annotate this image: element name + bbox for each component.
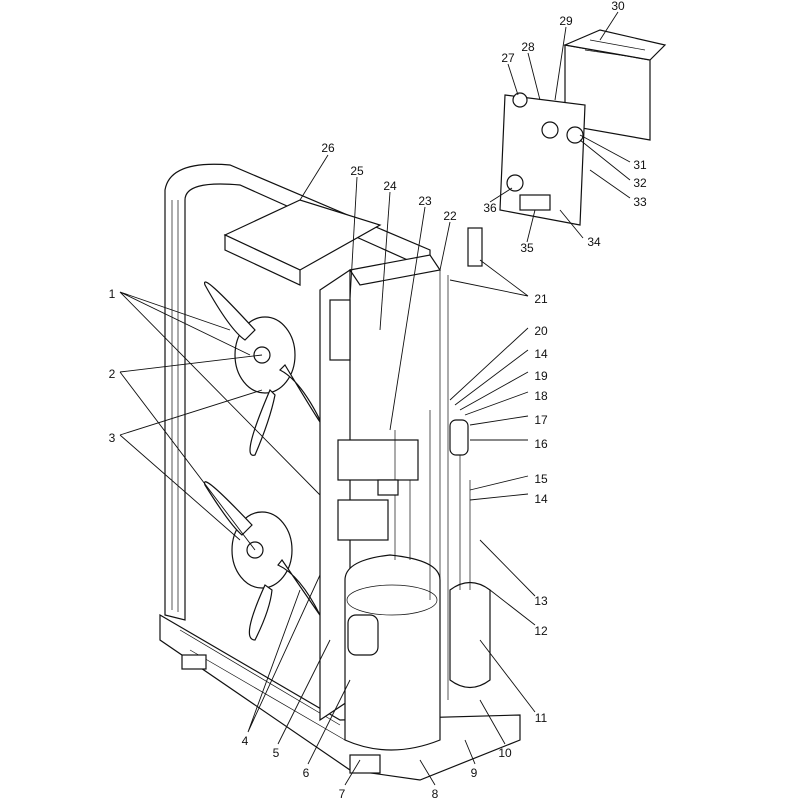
callout-30: 30 [611, 0, 625, 13]
callout-23: 23 [418, 194, 432, 208]
callout-2: 2 [109, 367, 116, 381]
top-panel [223, 199, 382, 286]
callout-14-upper: 14 [534, 347, 548, 361]
callout-34: 34 [587, 235, 601, 249]
callout-3: 3 [109, 431, 116, 445]
callout-4: 4 [242, 734, 249, 748]
callout-9: 9 [471, 766, 478, 780]
electrical-box [337, 439, 419, 541]
callout-10: 10 [498, 746, 512, 760]
callout-6: 6 [303, 766, 310, 780]
callout-12: 12 [534, 624, 548, 638]
callout-35: 35 [520, 241, 534, 255]
callout-5: 5 [273, 746, 280, 760]
callout-16: 16 [534, 437, 548, 451]
callout-8: 8 [432, 787, 439, 800]
fan-upper [204, 281, 323, 456]
callout-33: 33 [633, 195, 647, 209]
callout-21: 21 [534, 292, 548, 306]
callout-27: 27 [501, 51, 515, 65]
callout-15: 15 [534, 472, 548, 486]
callout-20: 20 [534, 324, 548, 338]
callout-28: 28 [521, 40, 535, 54]
callout-26: 26 [321, 141, 335, 155]
callout-18: 18 [534, 389, 548, 403]
fan-lower [203, 481, 323, 641]
callout-17: 17 [534, 413, 548, 427]
control-box [467, 29, 667, 267]
partition-panel [319, 254, 442, 722]
callout-31: 31 [633, 158, 647, 172]
callout-13: 13 [534, 594, 548, 608]
callout-29: 29 [559, 14, 573, 28]
callout-labels: 1 2 3 4 5 6 7 8 9 10 11 12 13 14 15 16 1… [109, 0, 647, 800]
callout-36: 36 [483, 201, 497, 215]
callout-32: 32 [633, 176, 647, 190]
callout-25: 25 [350, 164, 364, 178]
callout-1: 1 [109, 287, 116, 301]
leader-lines [119, 11, 631, 786]
callout-22: 22 [443, 209, 457, 223]
refrigerant-piping [377, 410, 471, 600]
callout-7: 7 [339, 787, 346, 800]
compressor [344, 554, 441, 751]
callout-11: 11 [535, 711, 548, 725]
callout-14-lower: 14 [534, 492, 548, 506]
callout-24: 24 [383, 179, 397, 193]
callout-19: 19 [534, 369, 548, 383]
accumulator [449, 581, 491, 689]
